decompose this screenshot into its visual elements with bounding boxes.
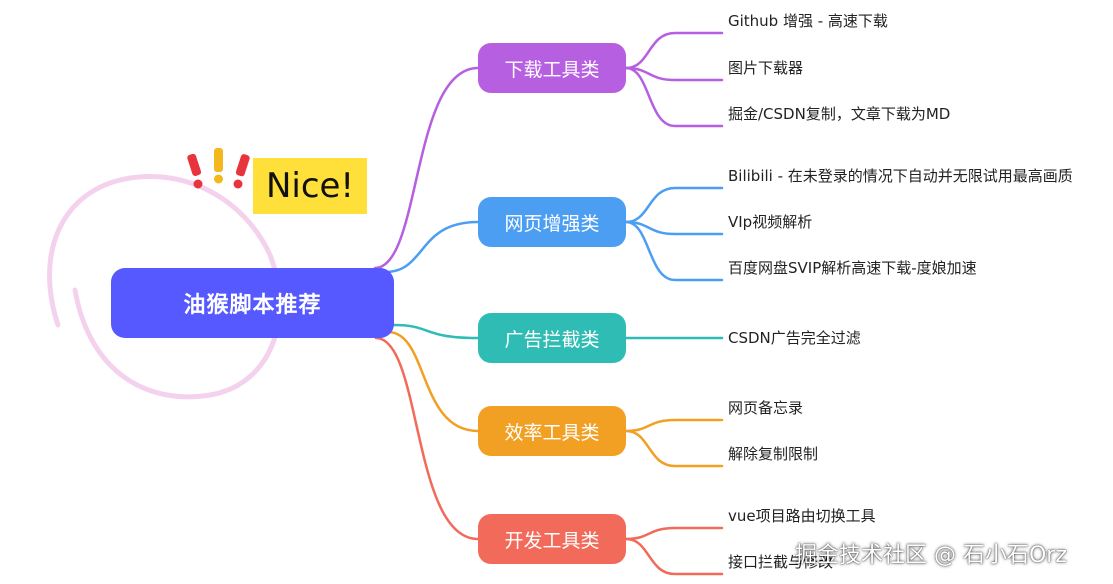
leaf-link [624, 418, 724, 433]
leaf-link [624, 429, 724, 468]
root-link [383, 220, 480, 274]
root-node: 油猴脚本推荐 [111, 268, 394, 338]
leaf-link [624, 31, 724, 70]
leaf-link [624, 537, 724, 576]
leaf-label: 接口拦截与修改 [728, 553, 834, 571]
hand-drawn-circle [47, 174, 283, 400]
leaf-label: 百度网盘SVIP解析高速下载-度娘加速 [728, 259, 977, 277]
leaf-label: 掘金/CSDN复制，文章下载为MD [728, 105, 951, 123]
leaf-link [624, 66, 724, 128]
branch-node: 开发工具类 [478, 514, 626, 564]
watermark: 掘金技术社区 @ 石小石Orz [795, 543, 1067, 568]
leaf-link [624, 526, 724, 541]
leaf-label: 网页备忘录 [728, 399, 804, 417]
leaf-link [624, 220, 724, 282]
branch-node: 效率工具类 [478, 406, 626, 456]
root-link [386, 330, 480, 433]
root-link [374, 336, 480, 541]
leaf-label: 解除复制限制 [728, 445, 819, 463]
leaf-label: vue项目路由切换工具 [728, 507, 876, 525]
branch-node: 下载工具类 [478, 43, 626, 93]
leaf-label: 图片下载器 [728, 59, 804, 77]
branch-node: 广告拦截类 [478, 313, 626, 363]
leaf-label: Bilibili - 在未登录的情况下自动并无限试用最高画质 [728, 167, 1073, 185]
exclamation-icon [187, 148, 250, 189]
leaf-link [624, 186, 724, 224]
root-link [373, 66, 480, 270]
leaf-label: VIp视频解析 [728, 213, 813, 231]
leaf-label: CSDN广告完全过滤 [728, 329, 861, 347]
branch-node: 网页增强类 [478, 197, 626, 247]
root-link [392, 323, 480, 340]
leaf-label: Github 增强 - 高速下载 [728, 12, 888, 30]
nice-sticker: Nice! [253, 158, 367, 214]
